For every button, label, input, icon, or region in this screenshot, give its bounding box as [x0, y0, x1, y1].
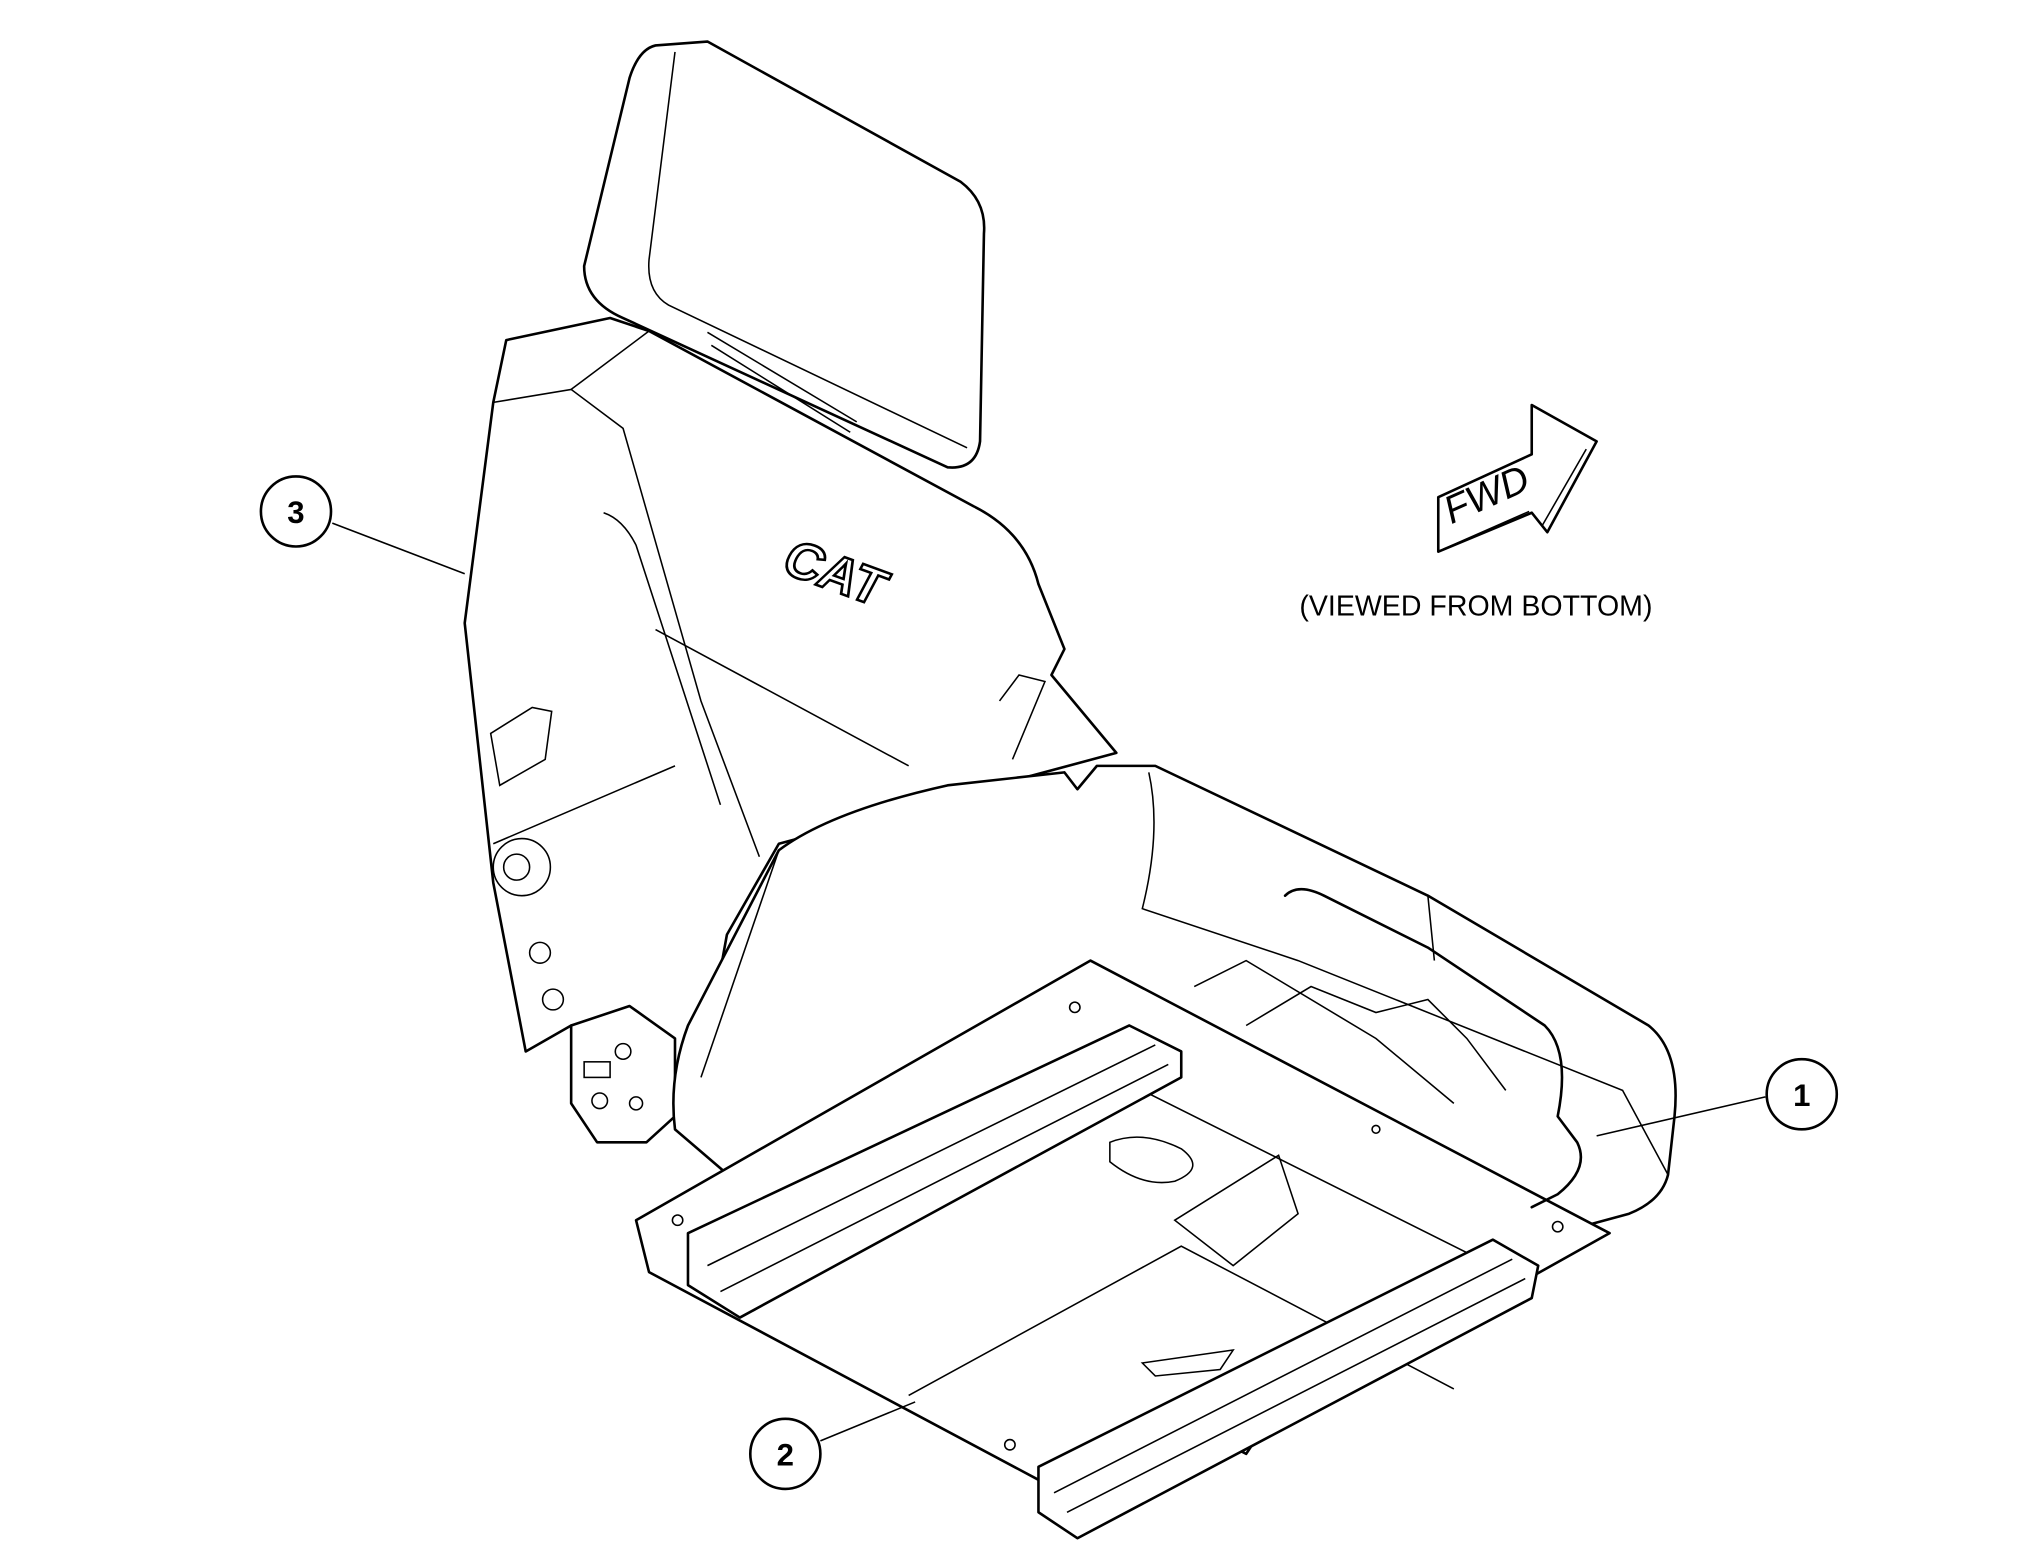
leader-line-2	[820, 1401, 916, 1442]
seat-rail-right	[1037, 1238, 1540, 1540]
callout-3[interactable]: 3	[259, 475, 333, 548]
view-note: (VIEWED FROM BOTTOM)	[1299, 590, 1652, 622]
svg-text:3: 3	[287, 495, 304, 530]
leader-line-1	[1596, 1096, 1766, 1137]
forward-arrow-icon: FWD	[1436, 403, 1598, 553]
harness-part-1	[1193, 887, 1583, 1209]
backrest	[463, 316, 1118, 1144]
seat-rail-left	[686, 1024, 1183, 1319]
leader-line-3	[332, 522, 465, 575]
callout-1[interactable]: 1	[1765, 1057, 1839, 1131]
svg-text:1: 1	[1793, 1078, 1810, 1113]
svg-text:2: 2	[777, 1438, 794, 1473]
callout-2[interactable]: 2	[748, 1417, 822, 1491]
headrest	[582, 40, 986, 469]
